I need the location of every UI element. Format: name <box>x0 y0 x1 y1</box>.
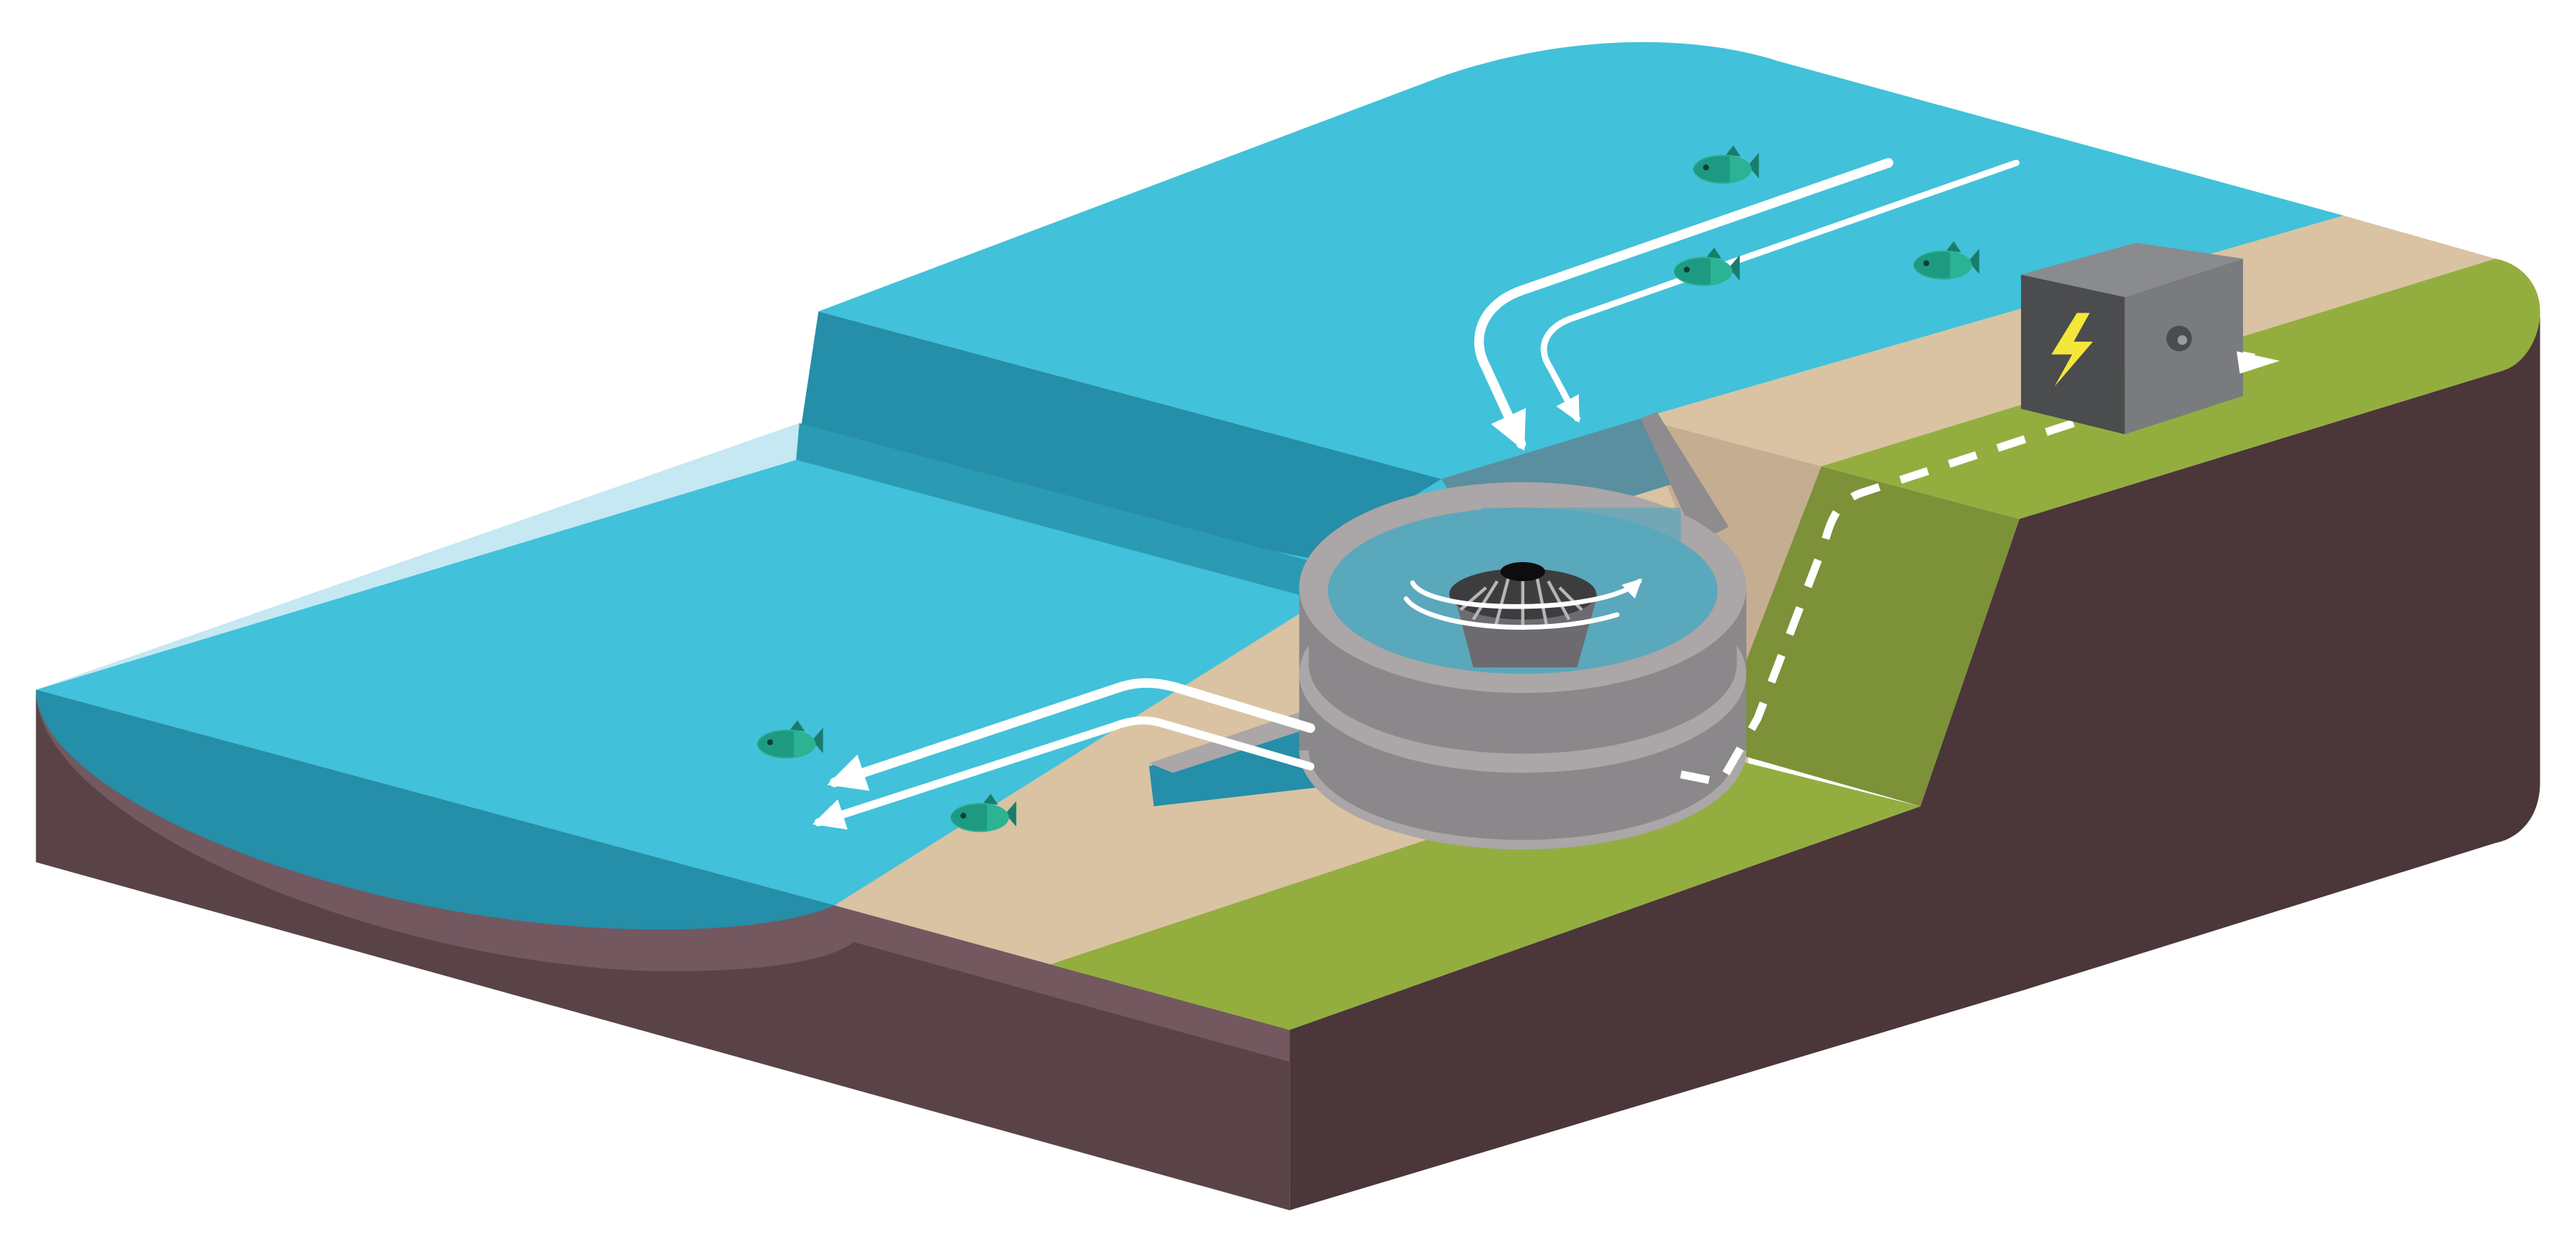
swirl-arrow-upper <box>1409 578 1642 609</box>
grass-bank-lower <box>1049 750 1921 1030</box>
outflow-arrow-1 <box>827 678 1316 791</box>
turbine-blades <box>1459 577 1583 627</box>
generator-box <box>2020 242 2280 435</box>
dam-step-face <box>796 311 1441 559</box>
cable-arrow-tip <box>2236 351 2280 374</box>
turbine-hub-cap <box>1500 561 1545 582</box>
outflow-arrow-2 <box>812 716 1315 830</box>
flow-arrows <box>812 158 2020 830</box>
water-surface-upper <box>818 41 2344 479</box>
swirl-arrow-lower <box>1404 596 1620 630</box>
inflow-arrow-1 <box>1474 158 1894 452</box>
generator-top-face <box>2020 242 2244 297</box>
power-outlet-icon <box>2166 325 2192 352</box>
intake-channel-wall <box>1641 412 1729 543</box>
inflow-arrow-2 <box>1540 159 2020 423</box>
earth-side-face <box>1289 311 2540 1211</box>
dam-step-face-lower <box>796 422 1362 599</box>
grass-slope <box>1713 466 2020 806</box>
lightning-bolt-icon <box>2051 313 2093 387</box>
riverbed-deep-water <box>36 689 835 930</box>
turbine <box>1299 482 1747 850</box>
